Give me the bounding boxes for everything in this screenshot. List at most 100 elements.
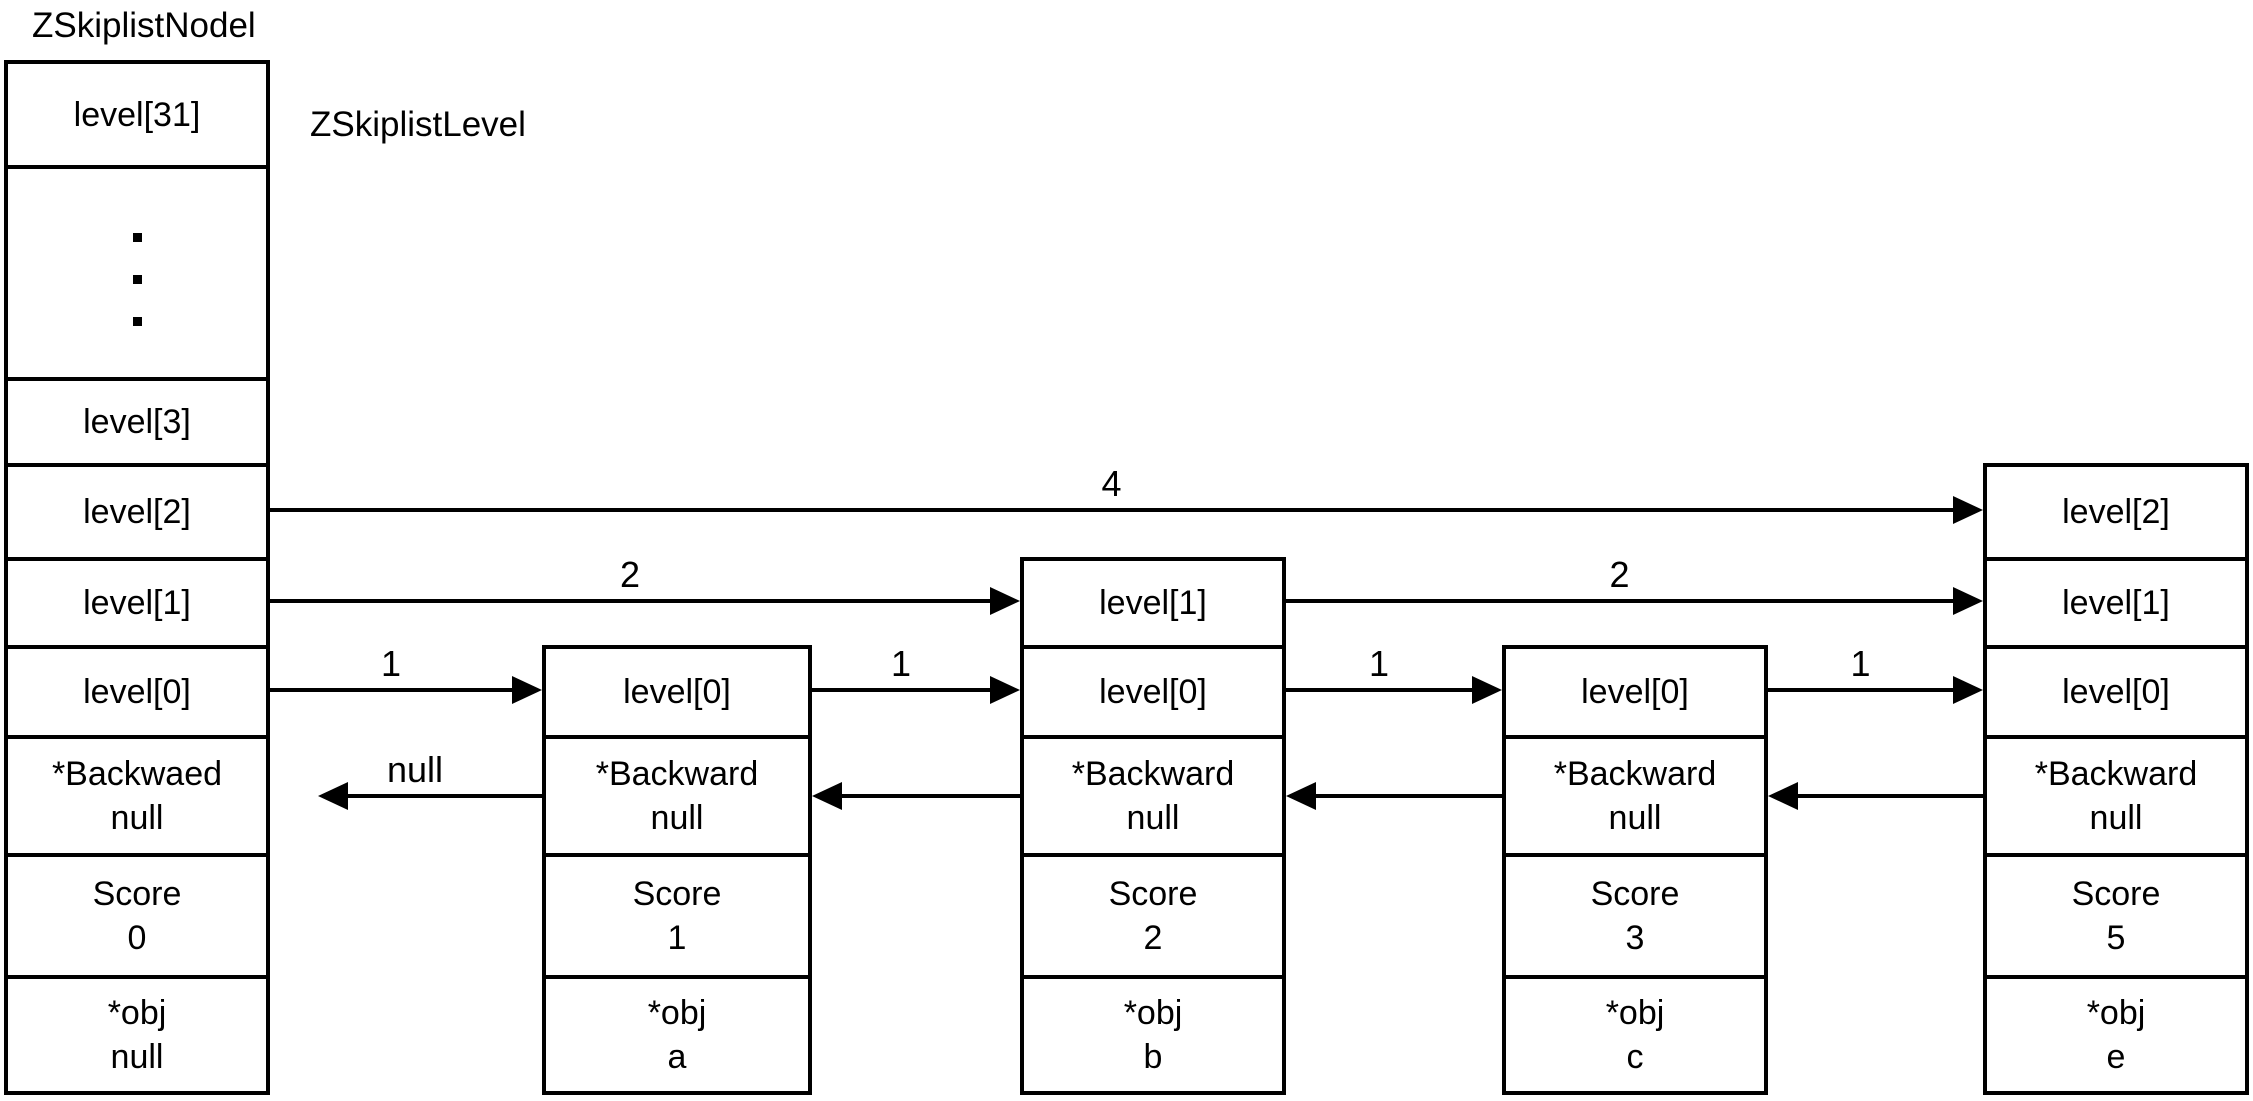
node-e-score-label: Score (2071, 875, 2161, 913)
node-b-backward-value: null (1126, 799, 1180, 837)
node-a-cell-obj: *obj a (542, 975, 812, 1095)
header-node-cell-level[2]: level[2] (4, 463, 270, 561)
node-c-cell-obj: *obj c (1502, 975, 1768, 1095)
node-b-obj-value: b (1143, 1038, 1163, 1076)
arrow-forward-node-b-to-node-e-arrowhead-icon (1953, 587, 1983, 615)
node-b-score-value: 2 (1143, 919, 1163, 957)
node-e-cell-level[1]: level[1] (1983, 557, 2249, 649)
arrow-forward-node-b-to-node-c-arrowhead-icon (1472, 676, 1502, 704)
arrow-forward-header-node-to-node-b-line (270, 599, 996, 603)
arrow-backward-node-a-to-null-line (342, 794, 542, 798)
node-b-cell-level[0]: level[0] (1020, 645, 1286, 739)
header-node-obj-value: null (110, 1038, 164, 1076)
node-a-cell-score: Score 1 (542, 853, 812, 979)
arrow-forward-node-c-to-node-e-span-label: 1 (1850, 643, 1871, 684)
node-a-score-value: 1 (667, 919, 687, 957)
header-node-cell-level[1]: level[1] (4, 557, 270, 649)
node-b-level[1]-label: level[1] (1099, 584, 1207, 622)
node-e-obj-value: e (2106, 1038, 2126, 1076)
header-node-backward-value: null (110, 799, 164, 837)
node-e-backward-label: *Backward (2034, 755, 2198, 793)
header-node-obj-label: *obj (107, 994, 167, 1032)
arrow-forward-header-node-to-node-b-arrowhead-icon (990, 587, 1020, 615)
node-e-level[2]-label: level[2] (2062, 493, 2170, 531)
node-e-score-value: 5 (2106, 919, 2126, 957)
arrow-backward-node-a-to-null-span-label: null (386, 749, 444, 790)
arrow-forward-header-node-to-node-a-arrowhead-icon (512, 676, 542, 704)
node-e-level[1]-label: level[1] (2062, 584, 2170, 622)
header-node-level[0]-label: level[0] (83, 673, 191, 711)
node-c-backward-value: null (1608, 799, 1662, 837)
node-b-cell-score: Score 2 (1020, 853, 1286, 979)
node-c-cell-level[0]: level[0] (1502, 645, 1768, 739)
arrow-forward-node-c-to-node-e-line (1768, 688, 1959, 692)
header-node-score-label: Score (92, 875, 182, 913)
arrow-backward-node-b-to-node-a-line (836, 794, 1020, 798)
header-node-level[31]-label: level[31] (73, 95, 201, 134)
arrow-forward-header-node-to-node-e-arrowhead-icon (1953, 496, 1983, 524)
header-node-cell-level[31]: level[31] (4, 60, 270, 169)
node-a-backward-label: *Backward (595, 755, 759, 793)
arrow-forward-header-node-to-node-a-line (270, 688, 518, 692)
node-c-score-value: 3 (1625, 919, 1645, 957)
header-node-cell-dots (4, 165, 270, 381)
node-a-obj-value: a (667, 1038, 687, 1076)
header-node-cell-score: Score 0 (4, 853, 270, 979)
header-node-cell-backward: *Backwaed null (4, 735, 270, 857)
node-e-cell-obj: *obj e (1983, 975, 2249, 1095)
node-a-level[0]-label: level[0] (623, 673, 731, 711)
arrow-backward-node-c-to-node-b-line (1310, 794, 1502, 798)
arrow-forward-node-b-to-node-c-span-label: 1 (1368, 643, 1390, 684)
node-c-obj-value: c (1626, 1038, 1644, 1076)
node-e-cell-backward: *Backward null (1983, 735, 2249, 857)
header-node-level[3]-label: level[3] (83, 403, 191, 441)
arrow-forward-node-b-to-node-e-line (1286, 599, 1959, 603)
arrow-backward-node-c-to-node-b-arrowhead-icon (1286, 782, 1316, 810)
arrow-forward-header-node-to-node-e-span-label: 4 (1101, 463, 1122, 504)
node-b-cell-level[1]: level[1] (1020, 557, 1286, 649)
node-e-obj-label: *obj (2086, 994, 2146, 1032)
node-b-score-label: Score (1108, 875, 1198, 913)
diagram-title: ZSkiplistNodel (32, 6, 256, 45)
node-e-cell-level[2]: level[2] (1983, 463, 2249, 561)
node-a-cell-backward: *Backward null (542, 735, 812, 857)
node-b-obj-label: *obj (1123, 994, 1183, 1032)
node-e-cell-score: Score 5 (1983, 853, 2249, 979)
node-a-obj-label: *obj (647, 994, 707, 1032)
arrow-forward-node-b-to-node-e-span-label: 2 (1609, 554, 1630, 595)
header-node-level[2]-label: level[2] (83, 493, 191, 531)
arrow-backward-node-a-to-null-arrowhead-icon (318, 782, 348, 810)
node-e-backward-value: null (2089, 799, 2143, 837)
node-c-obj-label: *obj (1605, 994, 1665, 1032)
arrow-forward-node-a-to-node-b-arrowhead-icon (990, 676, 1020, 704)
ellipsis-dot (132, 316, 142, 326)
header-node-cell-obj: *obj null (4, 975, 270, 1095)
arrow-forward-header-node-to-node-e-line (270, 508, 1959, 512)
node-b-cell-obj: *obj b (1020, 975, 1286, 1095)
node-a-cell-level[0]: level[0] (542, 645, 812, 739)
zskiplistlevel-label: ZSkiplistLevel (310, 105, 526, 144)
node-c-cell-backward: *Backward null (1502, 735, 1768, 857)
node-e-cell-level[0]: level[0] (1983, 645, 2249, 739)
ellipsis-dot (132, 274, 142, 284)
arrow-forward-node-c-to-node-e-arrowhead-icon (1953, 676, 1983, 704)
ellipsis-dot (132, 232, 142, 242)
arrow-forward-header-node-to-node-b-span-label: 2 (619, 554, 641, 595)
node-a-score-label: Score (632, 875, 722, 913)
node-a-backward-value: null (650, 799, 704, 837)
header-node-score-value: 0 (127, 919, 147, 957)
arrow-backward-node-e-to-node-c-arrowhead-icon (1768, 782, 1798, 810)
header-node-backward-label: *Backwaed (51, 755, 223, 793)
node-c-level[0]-label: level[0] (1581, 673, 1689, 711)
node-b-level[0]-label: level[0] (1099, 673, 1207, 711)
node-c-backward-label: *Backward (1553, 755, 1717, 793)
arrow-forward-node-b-to-node-c-line (1286, 688, 1478, 692)
header-node-level[1]-label: level[1] (83, 584, 191, 622)
arrow-forward-node-a-to-node-b-span-label: 1 (890, 643, 912, 684)
header-node-cell-level[0]: level[0] (4, 645, 270, 739)
arrow-backward-node-e-to-node-c-line (1792, 794, 1983, 798)
header-node-cell-level[3]: level[3] (4, 377, 270, 467)
node-c-score-label: Score (1590, 875, 1680, 913)
node-e-level[0]-label: level[0] (2062, 673, 2170, 711)
